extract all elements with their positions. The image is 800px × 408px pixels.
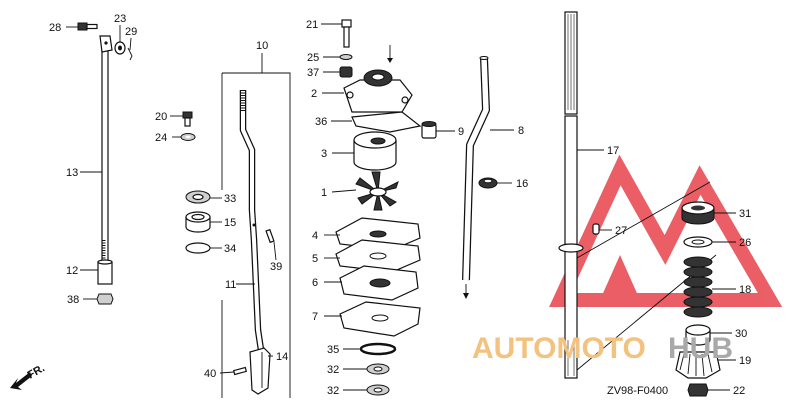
pinion-gear-19: [675, 351, 721, 379]
callout-21: 21: [306, 19, 318, 31]
callout-4: 4: [312, 230, 318, 242]
callout-7: 7: [312, 311, 318, 323]
callout-14: 14: [276, 351, 288, 363]
watermark-word-2: HUB: [668, 332, 733, 365]
callout-25: 25: [307, 52, 319, 64]
callout-30: 30: [735, 328, 747, 340]
callout-40: 40: [204, 368, 216, 380]
group-bracket-10: [221, 72, 291, 398]
water-tube-8: [462, 56, 490, 299]
shift-rod-13: [99, 35, 113, 273]
pin-39: [265, 228, 275, 244]
callout-2: 2: [311, 88, 317, 100]
callout-36: 36: [315, 116, 327, 128]
gasket-5: [335, 239, 421, 273]
callout-15: 15: [224, 217, 236, 229]
clip-29: [127, 47, 133, 61]
callout-32-upper: 32: [327, 364, 339, 376]
callout-27: 27: [615, 225, 627, 237]
plate-4: [335, 217, 421, 251]
sleeve-12: [97, 259, 113, 285]
nut-38: [96, 293, 114, 305]
callout-39: 39: [270, 261, 282, 273]
grommet-9: [421, 121, 437, 139]
callout-6: 6: [312, 277, 318, 289]
callout-12: 12: [66, 265, 78, 277]
bolt-28: [77, 22, 98, 31]
washer-23: [114, 41, 126, 55]
callout-38: 38: [67, 294, 79, 306]
shift-arm-14: [249, 347, 271, 395]
callout-37: 37: [307, 67, 319, 79]
callout-1: 1: [321, 187, 327, 199]
callout-10: 10: [256, 40, 268, 52]
pin-40: [232, 366, 248, 376]
seal-32-upper: [366, 363, 390, 375]
washer-25: [339, 54, 353, 60]
callout-13: 13: [66, 167, 78, 179]
callout-28: 28: [49, 22, 61, 34]
grommet-37: [339, 66, 353, 78]
callout-23: 23: [114, 13, 126, 25]
seal-32-lower: [366, 384, 390, 396]
callout-18: 18: [739, 284, 751, 296]
callout-24: 24: [155, 132, 167, 144]
callout-9: 9: [458, 126, 464, 138]
seal-33: [185, 190, 211, 204]
plate-6: [339, 265, 419, 301]
callout-29: 29: [125, 26, 137, 38]
nut-22: [687, 383, 709, 397]
collar-30: [685, 324, 711, 346]
direction-arrow: FR.: [10, 362, 47, 390]
pump-housing-2: [343, 45, 413, 113]
callouts: 28 23 29 13 12 38 10 11 33 15 34 39 20 2…: [49, 13, 751, 397]
watermark-text: AUTOMOTO HUB: [472, 332, 733, 365]
bolt-21: [341, 19, 352, 48]
callout-5: 5: [312, 253, 318, 265]
diagram-code: ZV98-F0400: [607, 385, 668, 397]
callout-31: 31: [739, 208, 751, 220]
washer-24: [180, 133, 196, 141]
washer-26: [683, 236, 713, 248]
watermark-word-1: AUTOMOTO: [472, 332, 646, 365]
key-27: [592, 223, 600, 235]
impeller-1: [355, 171, 399, 211]
callout-26: 26: [739, 237, 751, 249]
callout-34: 34: [224, 243, 236, 255]
direction-label: FR.: [26, 362, 47, 381]
impeller-housing-3: [353, 131, 397, 171]
callout-22: 22: [733, 385, 745, 397]
callout-17: 17: [607, 145, 619, 157]
drive-shaft-17: [558, 11, 584, 379]
ring-34: [185, 242, 211, 254]
callout-8: 8: [518, 125, 524, 137]
bolt-20: [182, 111, 193, 127]
seal-16: [478, 177, 498, 189]
callout-35: 35: [327, 344, 339, 356]
callout-11: 11: [225, 279, 236, 291]
callout-3: 3: [321, 148, 327, 160]
gasket-36: [351, 111, 422, 133]
spring-18: [683, 256, 713, 318]
callout-33: 33: [224, 193, 236, 205]
callout-20: 20: [155, 111, 167, 123]
callout-19: 19: [739, 355, 751, 367]
watermark-logo: [549, 154, 783, 307]
grommet-15: [185, 211, 211, 233]
oring-35: [359, 342, 397, 356]
callout-16: 16: [516, 178, 528, 190]
gasket-7: [339, 301, 421, 337]
callout-32-lower: 32: [327, 385, 339, 397]
shift-rod-11: [239, 90, 265, 351]
bearing-31: [681, 201, 715, 225]
